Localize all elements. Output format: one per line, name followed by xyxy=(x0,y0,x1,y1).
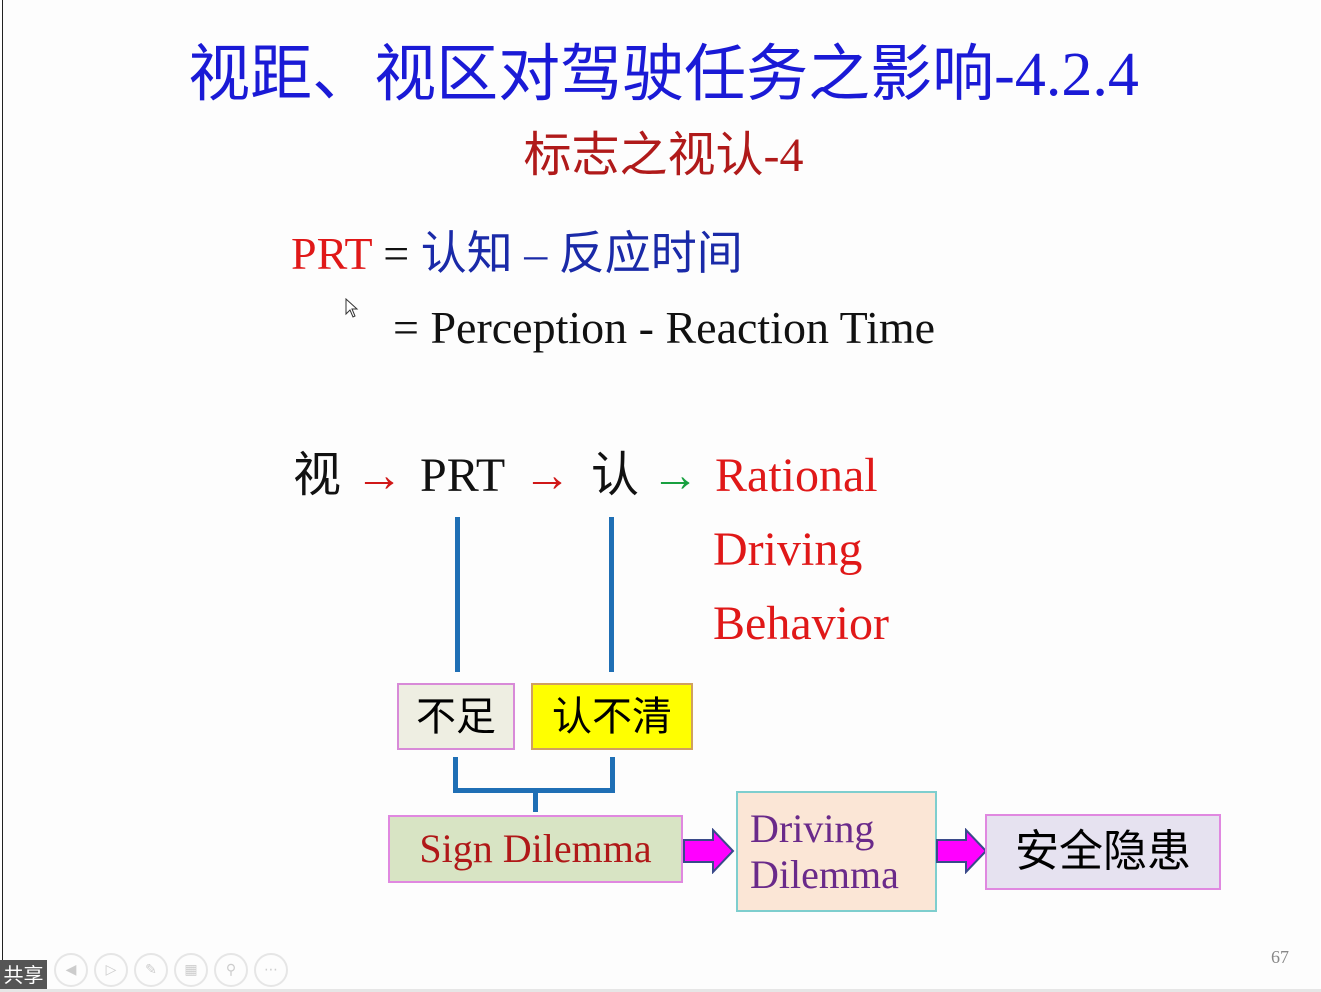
previous-icon[interactable]: ◀ xyxy=(54,953,88,987)
box-sign-dilemma: Sign Dilemma xyxy=(388,815,683,883)
pen-icon[interactable]: ✎ xyxy=(134,953,168,987)
connector-line xyxy=(533,788,538,812)
block-arrow-icon xyxy=(936,828,988,874)
play-icon[interactable]: ▷ xyxy=(94,953,128,987)
more-icon[interactable]: ⋯ xyxy=(254,953,288,987)
box-label: Driving xyxy=(750,805,875,851)
block-arrow-icon xyxy=(683,828,735,874)
prt-english: = Perception - Reaction Time xyxy=(393,302,936,353)
box-unclear: 认不清 xyxy=(531,683,693,750)
box-label: 安全隐患 xyxy=(1015,826,1191,876)
share-button[interactable]: 共享 xyxy=(0,960,47,990)
prt-chinese: 认知 – 反应时间 xyxy=(420,228,743,279)
flow-arrow-2: → xyxy=(523,449,571,502)
box-insufficient: 不足 xyxy=(397,683,515,750)
box-label: Sign Dilemma xyxy=(419,826,652,871)
connector-line xyxy=(610,757,615,793)
box-label: Dilemma xyxy=(750,851,899,897)
result-driving: Driving xyxy=(713,523,863,576)
zoom-icon[interactable]: ⚲ xyxy=(214,953,248,987)
flow-step-see: 视 xyxy=(293,449,342,502)
box-driving-dilemma: Driving Dilemma xyxy=(736,791,937,912)
box-safety-hazard: 安全隐患 xyxy=(985,814,1221,890)
flow-step-prt: PRT xyxy=(420,449,506,502)
prt-definition-line: PRT = 认知 – 反应时间 xyxy=(291,228,743,281)
box-label: 认不清 xyxy=(552,693,672,739)
flow-step-recognize: 认 xyxy=(591,449,640,502)
bottom-bar xyxy=(0,989,1321,992)
connector-line xyxy=(453,757,458,793)
slide-subtitle: 标志之视认-4 xyxy=(523,129,804,182)
prt-term: PRT xyxy=(291,228,372,279)
page-number: 67 xyxy=(1271,947,1289,967)
slide-title: 视距、视区对驾驶任务之影响-4.2.4 xyxy=(188,41,1139,109)
connector-line xyxy=(609,517,614,672)
result-rational: Rational xyxy=(715,449,878,502)
mouse-cursor-icon xyxy=(345,298,359,318)
result-behavior: Behavior xyxy=(713,597,889,650)
grid-icon[interactable]: ▦ xyxy=(174,953,208,987)
flow-arrow-3: → xyxy=(651,449,699,502)
connector-line xyxy=(455,517,460,672)
box-label: 不足 xyxy=(416,693,496,739)
equals-sign: = xyxy=(383,228,410,279)
flow-arrow-1: → xyxy=(355,449,403,502)
